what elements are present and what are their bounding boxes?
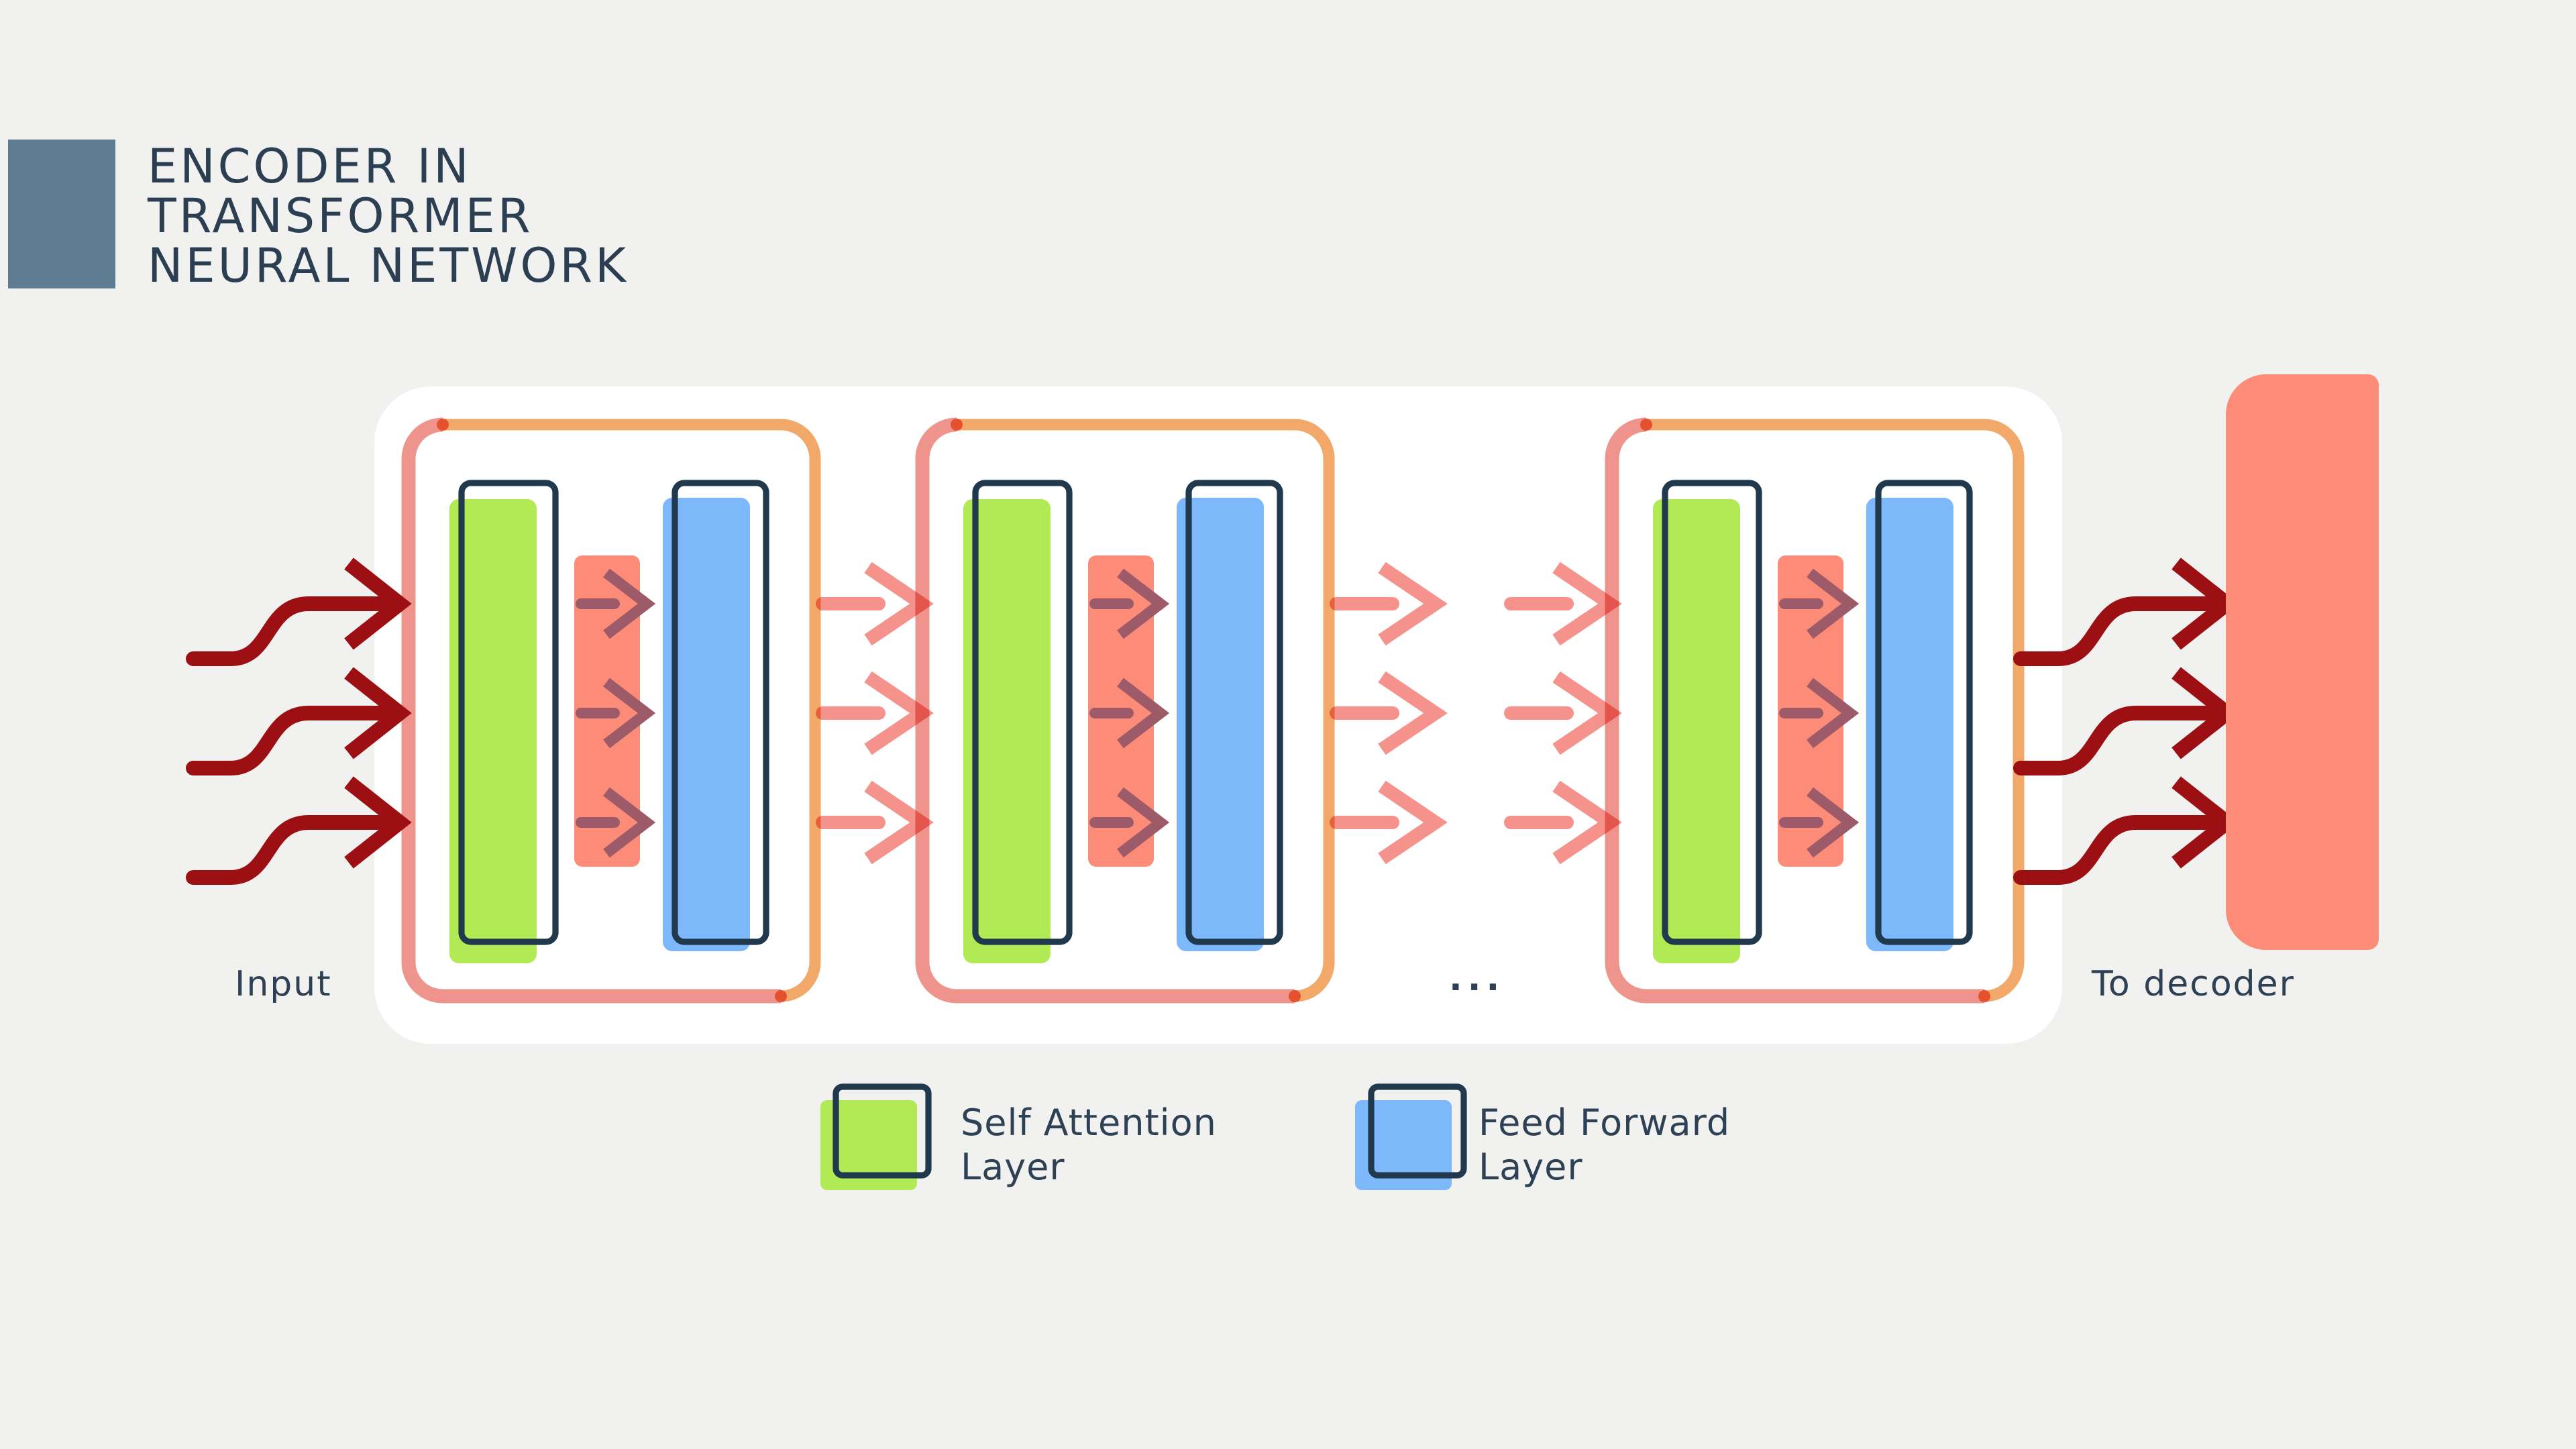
legend-label-self-attention-line2: Layer <box>961 1146 1065 1188</box>
legend-blue-outline <box>1368 1083 1467 1179</box>
title-block: ENCODER IN TRANSFORMER NEURAL NETWORK <box>8 139 629 293</box>
title-accent-square <box>8 140 115 288</box>
ellipsis: ... <box>1449 959 1505 999</box>
title-line-2: TRANSFORMER <box>147 189 533 244</box>
legend-swatch-self-attention <box>820 1083 932 1190</box>
legend-label-self-attention-line1: Self Attention <box>961 1102 1217 1144</box>
legend-label-feed-forward-line1: Feed Forward <box>1479 1102 1730 1144</box>
to-decoder-label: To decoder <box>2091 964 2295 1004</box>
legend: Self Attention Layer Feed Forward Layer <box>820 1083 1730 1190</box>
legend-green-outline <box>833 1083 932 1179</box>
title-line-3: NEURAL NETWORK <box>148 238 629 293</box>
legend-blue-fill <box>1355 1100 1452 1190</box>
legend-swatch-feed-forward <box>1355 1083 1467 1190</box>
decoder-block <box>2226 374 2379 950</box>
legend-label-feed-forward-line2: Layer <box>1479 1146 1583 1188</box>
input-label: Input <box>235 964 332 1004</box>
legend-green-fill <box>820 1100 917 1190</box>
title-line-1: ENCODER IN <box>148 139 472 194</box>
